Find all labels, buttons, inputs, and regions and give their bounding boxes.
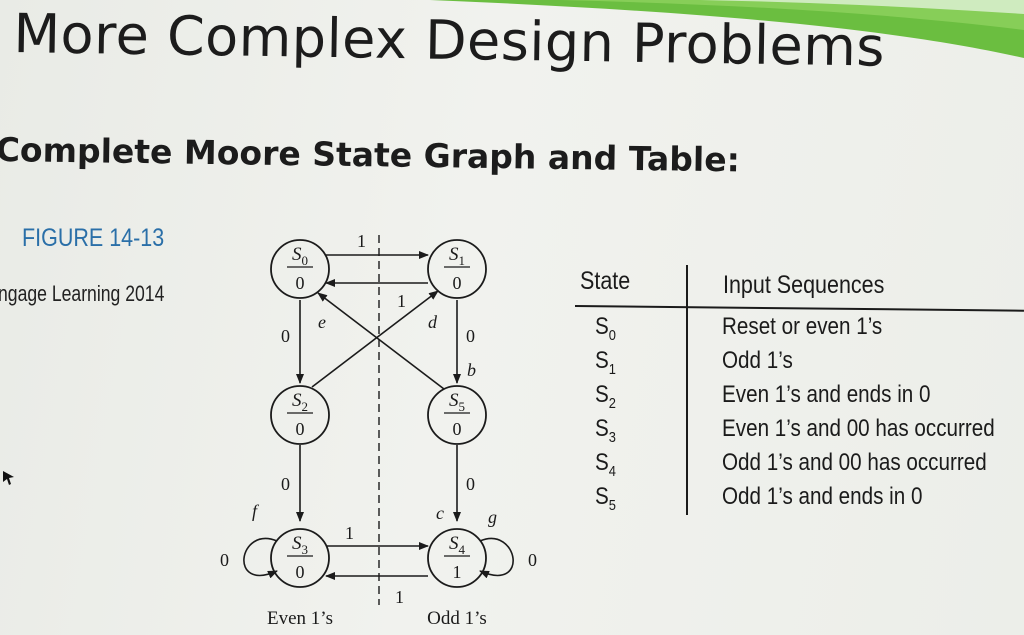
- table-row: S2 Even 1’s and ends in 0: [575, 381, 1024, 415]
- column-header-input-sequences: Input Sequences: [723, 271, 885, 299]
- svg-text:0: 0: [453, 273, 462, 293]
- label-s0-s2: 0: [281, 326, 290, 346]
- state-cell: S2: [595, 381, 616, 412]
- description-cell: Odd 1’s: [722, 347, 793, 374]
- self-loop-s3: [243, 537, 278, 579]
- state-cell: S4: [595, 449, 616, 480]
- state-graph: S0 0 S1 0 S2 0 S5 0 S3 0 S4 1 1 1 0 0 0: [220, 231, 537, 629]
- description-cell: Even 1’s and 00 has occurred: [722, 415, 995, 442]
- mouse-pointer-icon: [3, 471, 14, 485]
- letter-g: g: [488, 507, 497, 527]
- letter-d: d: [428, 312, 438, 332]
- edge-s2-s1: [311, 290, 439, 388]
- state-node-s3: S3 0: [270, 528, 330, 588]
- letter-e: e: [318, 312, 326, 332]
- state-node-s1: S1 0: [427, 239, 487, 299]
- state-node-s2: S2 0: [270, 385, 330, 445]
- letter-c: c: [436, 503, 444, 523]
- letter-f: f: [252, 501, 260, 521]
- label-s2-s3: 0: [281, 474, 290, 494]
- table-row: S0 Reset or even 1’s: [575, 313, 1024, 347]
- table-row: S1 Odd 1’s: [575, 347, 1024, 381]
- svg-text:0: 0: [296, 562, 305, 582]
- label-s1-s0: 1: [397, 291, 406, 311]
- label-s4-s3: 1: [395, 587, 404, 607]
- svg-text:S0: S0: [292, 244, 308, 268]
- state-cell: S1: [595, 347, 616, 378]
- slide-subtitle: Complete Moore State Graph and Table:: [0, 130, 741, 180]
- state-node-s5: S5 0: [427, 385, 487, 445]
- state-node-s0: S0 0: [270, 239, 330, 299]
- svg-text:S3: S3: [292, 533, 308, 557]
- svg-text:0: 0: [453, 419, 462, 439]
- label-s3-s4: 1: [345, 523, 354, 543]
- table-row: S5 Odd 1’s and ends in 0: [575, 483, 1024, 517]
- label-s1-s5: 0: [466, 326, 475, 346]
- label-s0-s1: 1: [357, 231, 366, 251]
- svg-text:S2: S2: [292, 390, 308, 414]
- self-loop-s4: [479, 537, 514, 579]
- description-cell: Odd 1’s and ends in 0: [722, 483, 923, 510]
- label-s3-self: 0: [220, 550, 229, 570]
- description-cell: Even 1’s and ends in 0: [722, 381, 931, 408]
- table-row: S4 Odd 1’s and 00 has occurred: [575, 449, 1024, 483]
- figure-credit: ngage Learning 2014: [0, 281, 165, 306]
- state-table: State Input Sequences S0 Reset or even 1…: [574, 265, 1024, 520]
- label-s4-self: 0: [528, 550, 537, 570]
- caption-odd: Odd 1’s: [427, 608, 487, 629]
- svg-text:1: 1: [453, 562, 462, 582]
- column-header-state: State: [580, 267, 631, 295]
- svg-text:0: 0: [296, 419, 305, 439]
- svg-text:S5: S5: [449, 390, 465, 414]
- label-s5-s4: 0: [466, 474, 475, 494]
- state-cell: S5: [595, 483, 616, 514]
- svg-text:S4: S4: [449, 533, 466, 557]
- column-divider: [686, 265, 688, 515]
- figure-label: FIGURE 14-13: [22, 224, 165, 252]
- state-cell: S0: [595, 313, 616, 344]
- caption-even: Even 1’s: [267, 608, 333, 629]
- state-cell: S3: [595, 415, 616, 446]
- description-cell: Odd 1’s and 00 has occurred: [722, 449, 987, 476]
- table-row: S3 Even 1’s and 00 has occurred: [575, 415, 1024, 449]
- header-rule: [574, 305, 1024, 312]
- edge-s5-s0: [317, 292, 445, 390]
- slide-accent-swoosh: [430, 0, 1024, 58]
- svg-text:0: 0: [296, 273, 305, 293]
- description-cell: Reset or even 1’s: [722, 313, 883, 340]
- letter-b: b: [467, 360, 476, 380]
- state-node-s4: S4 1: [427, 528, 487, 588]
- svg-text:S1: S1: [449, 244, 465, 268]
